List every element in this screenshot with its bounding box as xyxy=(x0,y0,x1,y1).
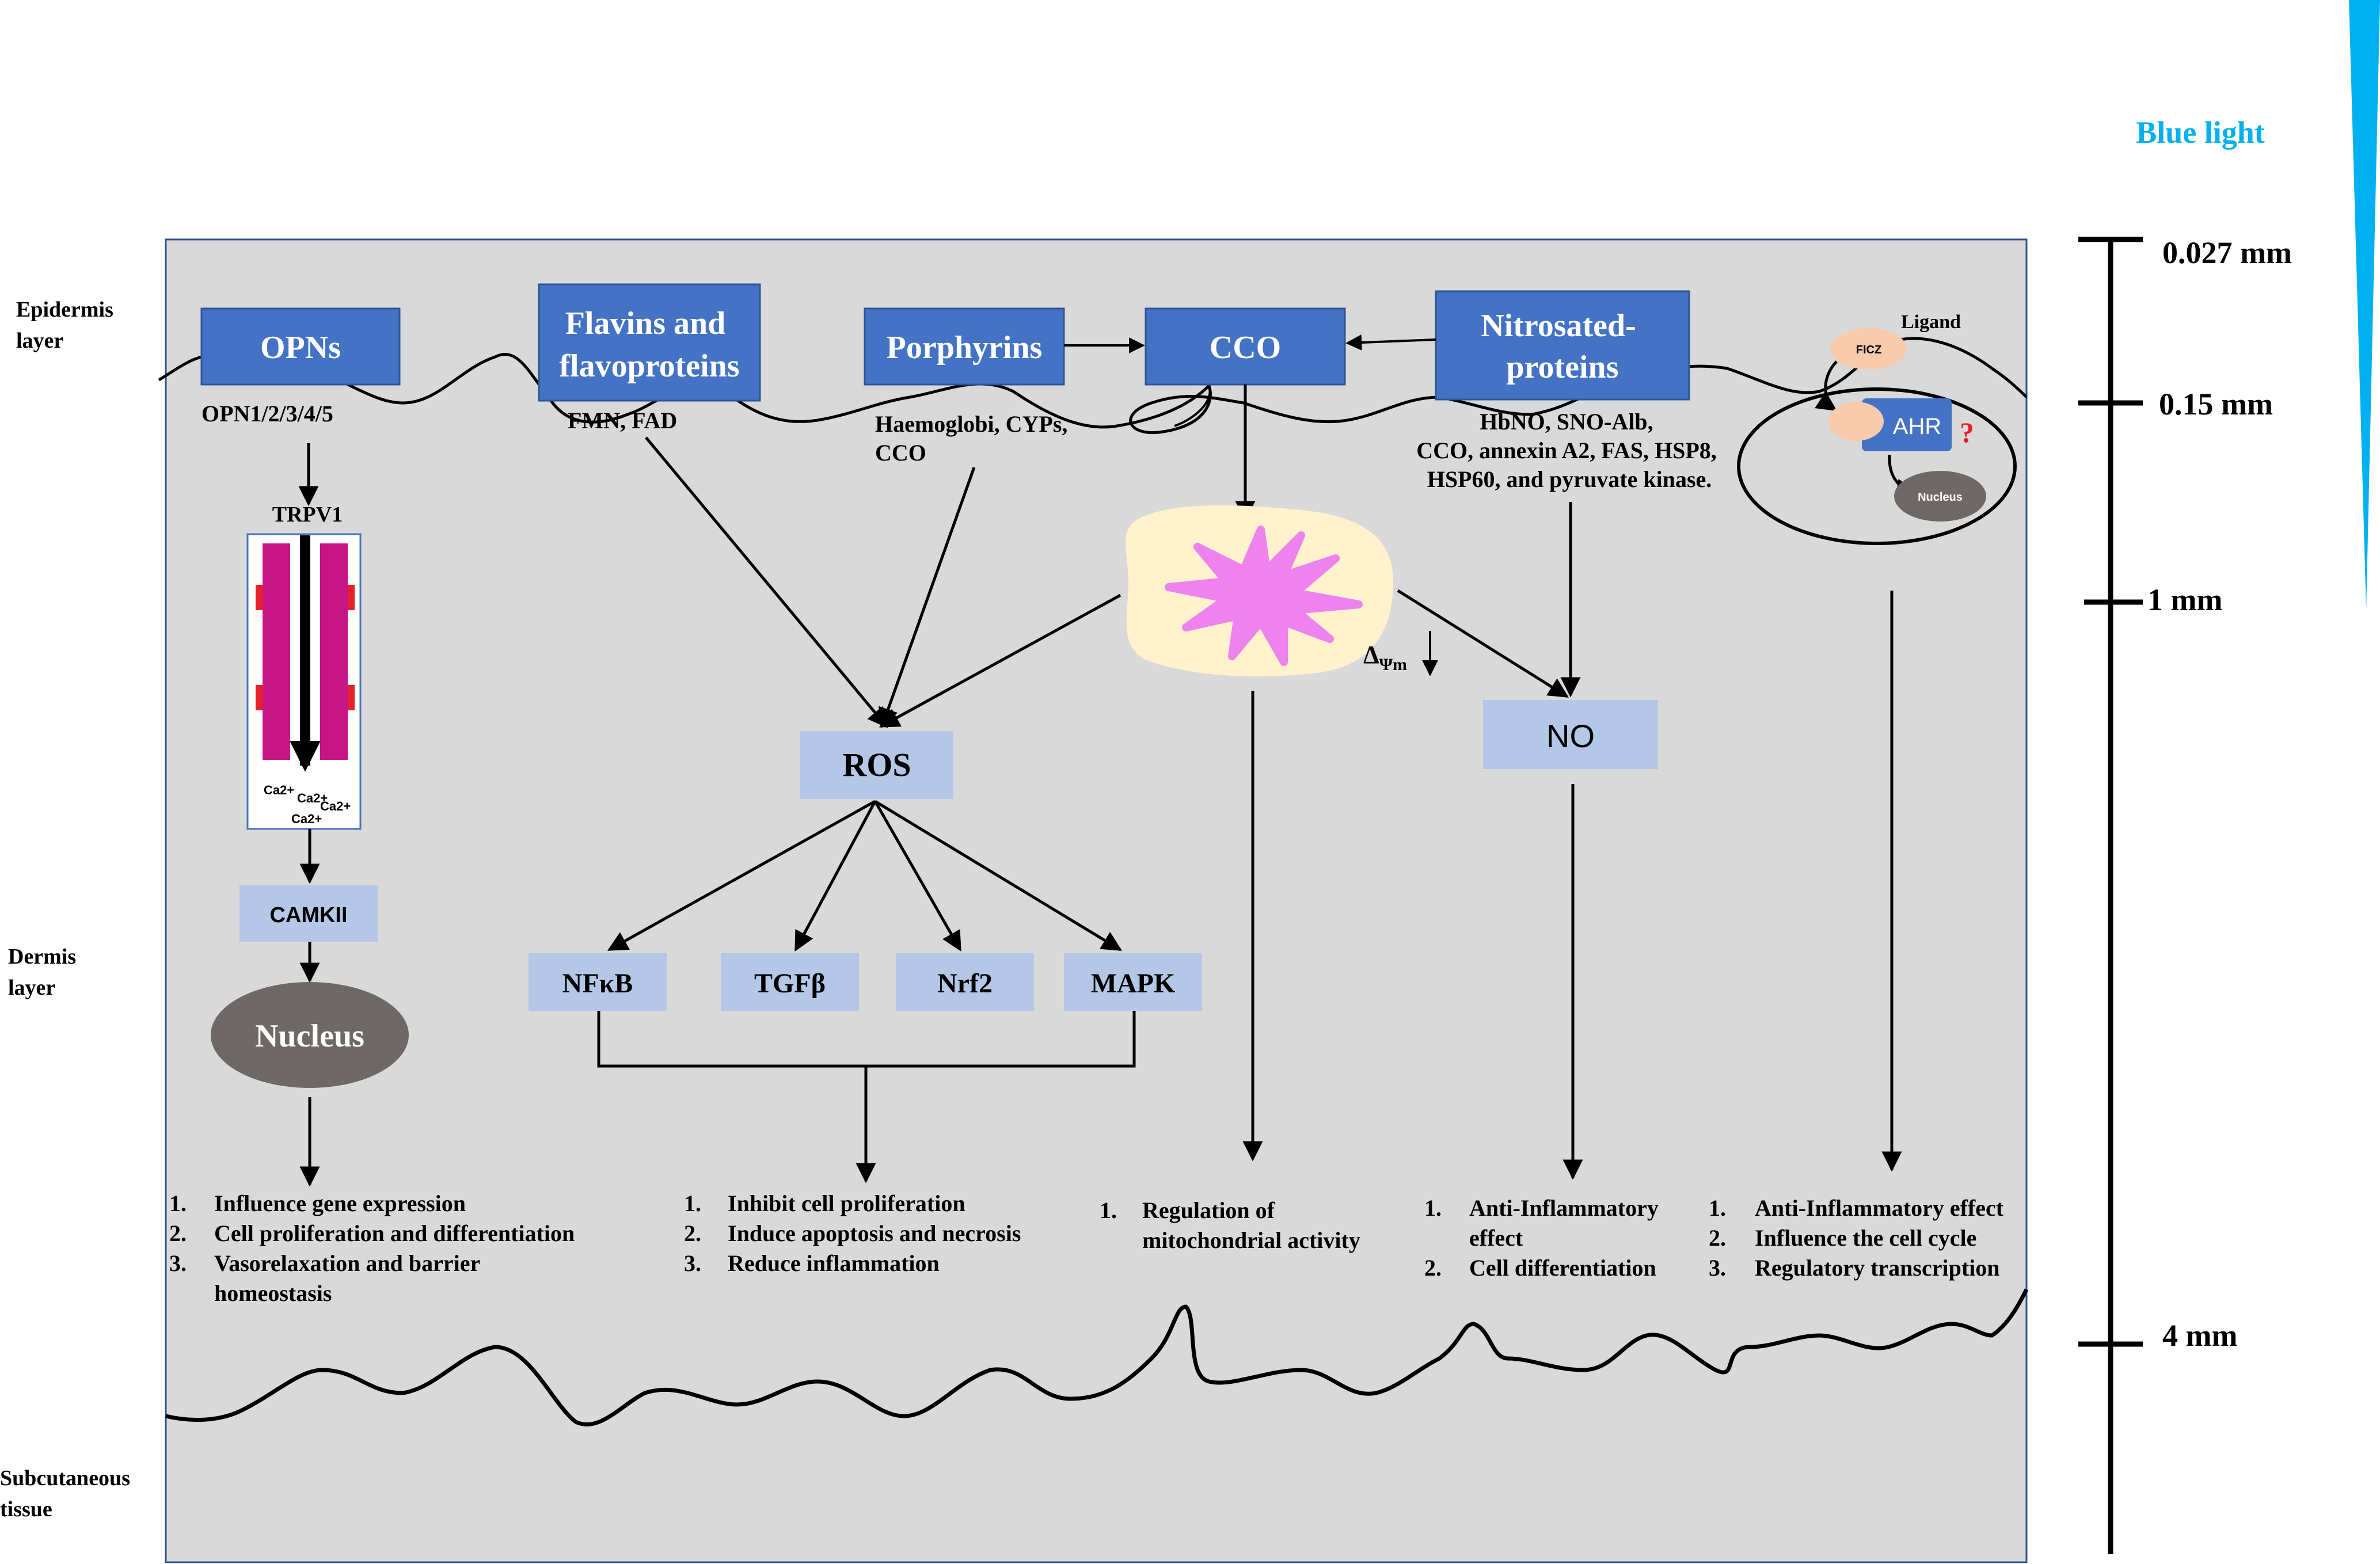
ros-label: ROS xyxy=(842,746,911,783)
depth-label: 0.027 mm xyxy=(2162,235,2292,270)
nitrosated-box xyxy=(1435,290,1690,401)
nrf2-label: Nrf2 xyxy=(937,968,993,999)
arrow-mito-no xyxy=(1397,589,1569,698)
subcutaneous-boundary xyxy=(165,1288,2029,1427)
outcome-item: 3.Regulatory transcription xyxy=(1709,1255,2000,1281)
arrow-flavins-ros xyxy=(645,436,888,728)
ahr-cell: FICZ Ligand AHR ? Nucleus xyxy=(1737,311,2017,545)
camkii-box xyxy=(239,885,378,942)
ahr-question: ? xyxy=(1960,416,1974,448)
layer-label-dermis: Dermis layer xyxy=(8,945,82,1000)
epidermis-boundary xyxy=(158,337,2028,434)
ahr-box xyxy=(1862,398,1952,451)
opns-label: OPNs xyxy=(260,330,341,366)
cco-box xyxy=(1145,307,1346,386)
ahr-nucleus xyxy=(1894,471,1986,522)
outcomes-ros: 1.Inhibit cell proliferation 2.Induce ap… xyxy=(684,1190,1021,1276)
mapk-box xyxy=(1064,953,1202,1011)
outcome-item: 2.Cell proliferation and differentiation xyxy=(169,1220,575,1246)
outcome-item: 2.Influence the cell cycle xyxy=(1709,1225,1976,1251)
calcium-ion: Ca2+ xyxy=(320,799,351,813)
outcome-item: 1.Inhibit cell proliferation xyxy=(684,1190,965,1216)
nrf2-box xyxy=(896,953,1034,1011)
arrow-mito-ros xyxy=(879,593,1121,728)
trpv1-channel: Ca2+ Ca2+ Ca2+ Ca2+ xyxy=(246,533,362,830)
nfkb-box xyxy=(529,953,667,1011)
cell-membrane xyxy=(1737,387,2017,545)
calcium-ion: Ca2+ xyxy=(264,783,294,797)
fmn-fad: FMN, FAD xyxy=(568,408,677,433)
nitrosated-examples: HbNO, SNO-Alb, CCO, annexin A2, FAS, HSP… xyxy=(1416,409,1723,492)
blue-light-wedge xyxy=(2349,0,2380,610)
nucleus-label: Nucleus xyxy=(255,1018,364,1054)
porphyrins-label: Porphyrins xyxy=(887,330,1043,366)
membrane-potential-decrease: ΔΨm xyxy=(1363,631,1438,676)
outcomes-opn: 1.Influence gene expression 2.Cell proli… xyxy=(169,1190,575,1306)
outcomes-ahr: 1.Anti-Inflammatory effect 2.Influence t… xyxy=(1709,1195,2004,1281)
ahr-nucleus-label: Nucleus xyxy=(1918,491,1963,504)
calcium-ion: Ca2+ xyxy=(297,791,328,805)
tgfb-box xyxy=(721,953,859,1011)
layer-label-epidermis: Epidermis layer xyxy=(16,298,119,353)
arrow-nitrosated-cco xyxy=(1345,334,1436,351)
opn-types: OPN1/2/3/4/5 xyxy=(201,401,333,427)
no-label: NO xyxy=(1546,718,1595,754)
tissue-panel xyxy=(165,238,2028,1563)
mitochondrion xyxy=(1126,505,1393,677)
depth-label: 0.15 mm xyxy=(2159,387,2273,421)
arrow-ros-nrf2 xyxy=(873,800,962,952)
arrow-ros-tgfb xyxy=(794,800,877,952)
outcome-item: 2.Induce apoptosis and necrosis xyxy=(684,1220,1021,1246)
depth-label: 4 mm xyxy=(2162,1318,2237,1353)
cco-mito-link xyxy=(1174,385,1211,427)
opns-box xyxy=(200,307,401,386)
camkii-label: CAMKII xyxy=(269,903,347,927)
outcome-item: 2.Cell differentiation xyxy=(1424,1255,1656,1281)
blue-light-label: Blue light xyxy=(2136,115,2265,150)
flavins-label: Flavins and flavoproteins xyxy=(559,306,739,384)
ficz-ligand xyxy=(1831,328,1907,370)
ahr-label: AHR xyxy=(1893,414,1941,439)
mapk-label: MAPK xyxy=(1091,968,1176,999)
porphyrins-box xyxy=(864,307,1065,386)
nfkb-label: NFκB xyxy=(562,968,633,999)
ligand-label: Ligand xyxy=(1901,311,1961,333)
trpv1-label: TRPV1 xyxy=(272,503,343,527)
nucleus xyxy=(211,982,409,1088)
layer-label-subcutaneous: Subcutaneous tissue xyxy=(0,1466,135,1521)
calcium-ion: Ca2+ xyxy=(291,812,322,826)
nitrosated-label: Nitrosated- proteins xyxy=(1481,308,1644,385)
flavins-box xyxy=(538,283,761,402)
arrow-ros-nfkb xyxy=(607,800,876,952)
svg-text:ΔΨm: ΔΨm xyxy=(1363,641,1407,674)
porphyrin-examples: Haemoglobi, CYPs, CCO xyxy=(875,411,1073,466)
outcome-item: 1.Anti-Inflammatory effect xyxy=(1709,1195,2004,1221)
outcome-item: 3.Reduce inflammation xyxy=(684,1250,940,1276)
arrow-ros-mapk xyxy=(874,800,1122,952)
ros-box xyxy=(800,731,953,799)
depth-label: 1 mm xyxy=(2147,583,2222,617)
arrow-porphyrins-ros xyxy=(879,467,976,729)
ficz-label: FICZ xyxy=(1856,344,1881,356)
outcome-item: 1.Influence gene expression xyxy=(169,1190,466,1216)
no-box xyxy=(1483,700,1658,769)
cco-label: CCO xyxy=(1210,330,1281,366)
tgfb-label: TGFβ xyxy=(754,968,826,999)
ahr-ligand-bound xyxy=(1828,402,1884,441)
